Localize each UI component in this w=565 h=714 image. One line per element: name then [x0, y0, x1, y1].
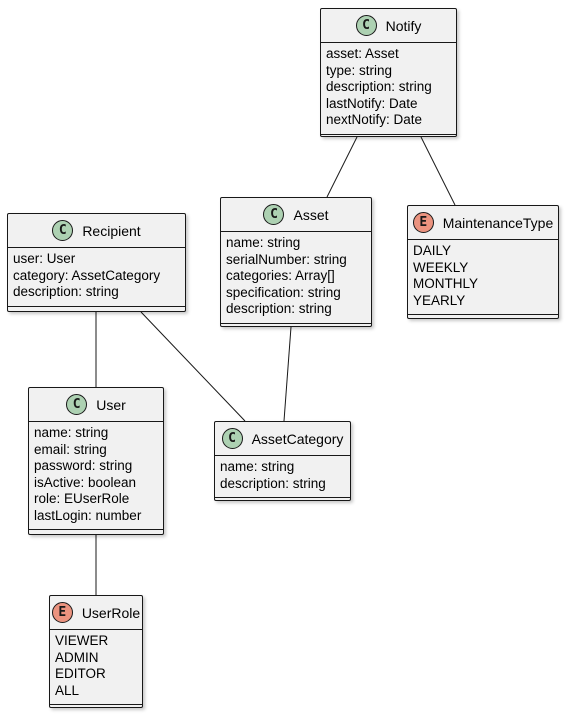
class-methods-section: [215, 497, 350, 505]
association-line-notify-asset: [326, 136, 358, 198]
enum-value: EDITOR: [55, 666, 106, 681]
class-attribute: user: User: [13, 251, 76, 266]
class-attribute: categories: Array[]: [226, 268, 335, 283]
class-stereotype-icon: C: [66, 394, 88, 415]
class-attribute: role: EUserRole: [34, 491, 130, 506]
class-attribute: name: string: [34, 425, 109, 440]
class-user[interactable]: C User name: string email: string passwo…: [28, 387, 164, 535]
class-methods-section: [8, 305, 185, 314]
class-attribute: description: string: [220, 475, 326, 491]
class-attribute: lastLogin: number: [34, 507, 142, 523]
enum-stereotype-icon: E: [51, 602, 73, 623]
class-attribute: lastNotify: Date: [326, 95, 418, 111]
class-header: C AssetCategory: [215, 422, 350, 456]
class-name: User: [96, 396, 126, 413]
class-attribute: name: string: [226, 235, 301, 250]
class-name: Notify: [385, 17, 422, 34]
class-asset-category[interactable]: C AssetCategory name: string description…: [214, 421, 351, 501]
association-line-asset-asset-category: [283, 326, 292, 422]
class-header: C User: [29, 388, 163, 422]
class-methods-section: [221, 322, 371, 331]
class-attribute: type: string: [326, 62, 393, 78]
class-attributes: name: string email: string password: str…: [29, 422, 163, 529]
enum-stereotype-icon: E: [412, 212, 434, 233]
enum-value: VIEWER: [55, 633, 109, 648]
association-line-notify-maintenance-type: [420, 136, 456, 206]
class-attribute: password: string: [34, 458, 133, 473]
association-line-recipient-asset-category: [140, 311, 246, 422]
class-attribute: nextNotify: Date: [326, 112, 423, 127]
class-attributes: asset: Asset type: string description: s…: [321, 43, 456, 134]
class-attribute: asset: Asset: [326, 46, 399, 61]
class-name: AssetCategory: [251, 430, 344, 447]
enum-methods-section: [50, 704, 142, 712]
class-stereotype-icon: C: [355, 15, 377, 36]
class-header: C Notify: [321, 9, 456, 43]
class-stereotype-icon: C: [221, 428, 243, 449]
enum-maintenance-type[interactable]: E MaintenanceType DAILY WEEKLY MONTHLY Y…: [407, 205, 559, 319]
enum-user-role[interactable]: E UserRole VIEWER ADMIN EDITOR ALL: [49, 595, 143, 708]
enum-value: ADMIN: [55, 649, 99, 665]
enum-methods-section: [408, 314, 558, 322]
enum-header: E MaintenanceType: [408, 206, 558, 240]
enum-name: UserRole: [81, 604, 141, 621]
class-attribute: serialNumber: string: [226, 251, 347, 267]
class-attribute: email: string: [34, 441, 107, 457]
class-stereotype-icon: C: [263, 204, 285, 225]
class-header: C Asset: [221, 198, 371, 232]
enum-value: MONTHLY: [413, 276, 479, 291]
class-recipient[interactable]: C Recipient user: User category: AssetCa…: [7, 213, 186, 312]
class-attribute: name: string: [220, 459, 295, 474]
class-attribute: description: string: [13, 284, 119, 299]
enum-value: WEEKLY: [413, 259, 469, 275]
class-attributes: user: User category: AssetCategory descr…: [8, 248, 185, 306]
class-methods-section: [321, 133, 456, 142]
class-attribute: description: string: [226, 301, 332, 316]
enum-value: DAILY: [413, 243, 452, 258]
class-methods-section: [29, 529, 163, 537]
class-asset[interactable]: C Asset name: string serialNumber: strin…: [220, 197, 372, 327]
class-attribute: specification: string: [226, 284, 341, 300]
enum-values: DAILY WEEKLY MONTHLY YEARLY: [408, 240, 558, 314]
class-name: Recipient: [82, 222, 141, 239]
enum-values: VIEWER ADMIN EDITOR ALL: [50, 630, 142, 704]
class-header: C Recipient: [8, 214, 185, 248]
class-notify[interactable]: C Notify asset: Asset type: string descr…: [320, 8, 457, 137]
class-attributes: name: string description: string: [215, 456, 350, 497]
class-attribute: isActive: boolean: [34, 474, 137, 490]
class-attributes: name: string serialNumber: string catego…: [221, 232, 371, 323]
enum-value: ALL: [55, 682, 80, 698]
enum-value: YEARLY: [413, 292, 466, 308]
enum-name: MaintenanceType: [442, 214, 554, 231]
enum-header: E UserRole: [50, 596, 142, 630]
class-name: Asset: [293, 206, 329, 223]
class-attribute: description: string: [326, 79, 432, 94]
class-stereotype-icon: C: [52, 220, 74, 241]
class-attribute: category: AssetCategory: [13, 267, 161, 283]
